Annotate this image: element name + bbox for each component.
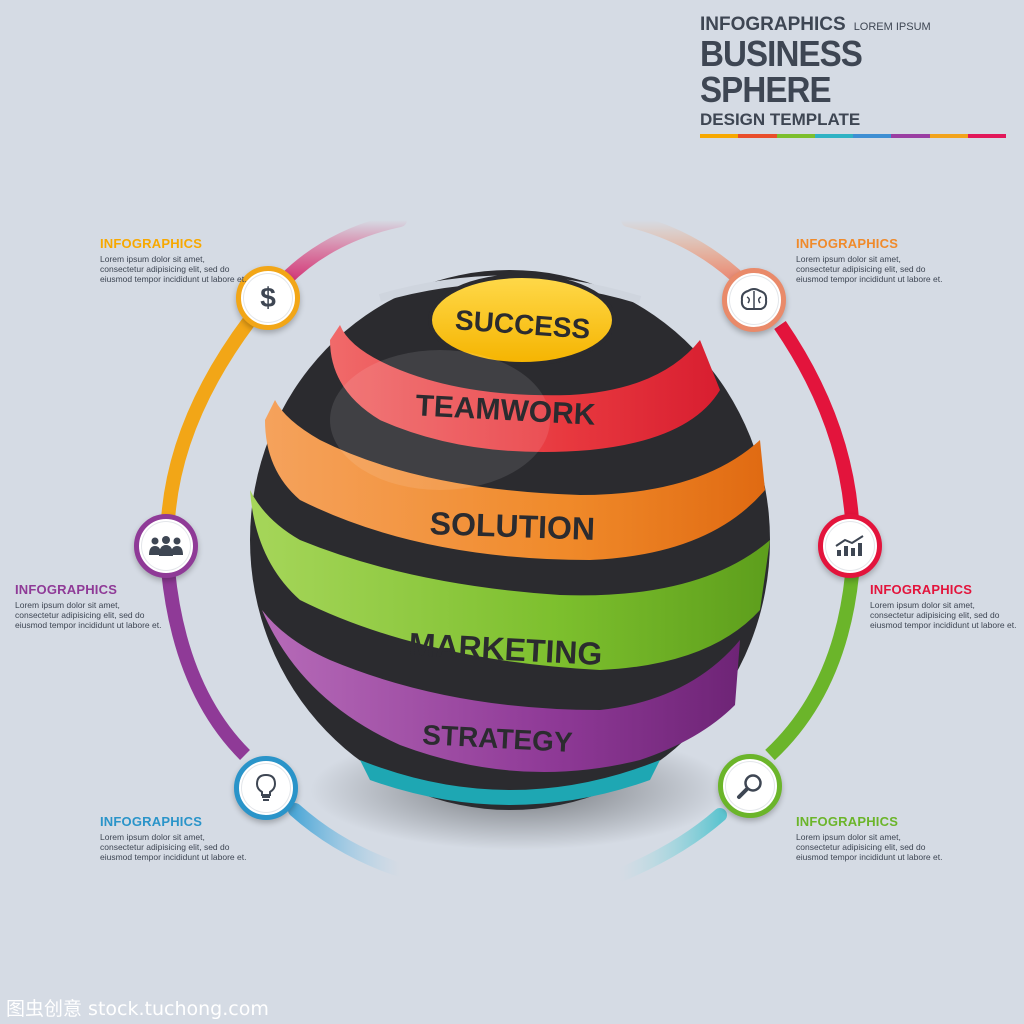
ring-arc-top-right bbox=[621, 213, 742, 282]
ring-arc-left-upper bbox=[161, 315, 256, 521]
band-strategy bbox=[262, 610, 740, 772]
page-title: BUSINESS SPHERE bbox=[700, 33, 863, 110]
info-block-title: INFOGRAPHICS bbox=[100, 814, 203, 829]
color-bar-segment bbox=[700, 134, 739, 138]
color-bar-segment bbox=[853, 134, 892, 138]
info-block-title: INFOGRAPHICS bbox=[796, 814, 899, 829]
band-solution bbox=[265, 400, 765, 560]
page-subtitle: DESIGN TEMPLATE bbox=[700, 110, 861, 129]
dollar-icon: $ bbox=[260, 282, 276, 313]
band-success bbox=[428, 274, 616, 366]
band-bottom-teal bbox=[360, 760, 660, 805]
ring-arc-right-upper bbox=[774, 321, 859, 521]
color-bar-segment bbox=[814, 134, 853, 138]
lightbulb-icon-circle bbox=[234, 756, 298, 820]
sphere-highlight bbox=[330, 350, 550, 490]
magnifier-icon-circle bbox=[718, 754, 782, 818]
color-bar-segment bbox=[967, 134, 1006, 138]
color-bar-segment bbox=[776, 134, 815, 138]
ring-arc-bottom-left bbox=[288, 803, 407, 877]
info-block-text: Lorem ipsum dolor sit amet, consectetur … bbox=[796, 254, 943, 284]
info-block-top-right: INFOGRAPHICS Lorem ipsum dolor sit amet,… bbox=[796, 236, 946, 284]
info-block-middle-right: INFOGRAPHICS Lorem ipsum dolor sit amet,… bbox=[870, 582, 1020, 630]
watermark: 图虫创意 stock.tuchong.com bbox=[6, 998, 269, 1020]
info-block-bottom-right: INFOGRAPHICS Lorem ipsum dolor sit amet,… bbox=[796, 814, 946, 862]
info-block-top-left: INFOGRAPHICS Lorem ipsum dolor sit amet,… bbox=[100, 236, 250, 284]
info-block-title: INFOGRAPHICS bbox=[15, 582, 118, 597]
info-block-text: Lorem ipsum dolor sit amet, consectetur … bbox=[870, 600, 1017, 630]
info-block-bottom-left: INFOGRAPHICS Lorem ipsum dolor sit amet,… bbox=[100, 814, 250, 862]
info-block-title: INFOGRAPHICS bbox=[870, 582, 973, 597]
growth-chart-icon-circle bbox=[818, 514, 882, 578]
ring-arc-bottom-right bbox=[613, 808, 727, 882]
brain-icon-circle bbox=[722, 268, 786, 332]
team-icon-circle bbox=[134, 514, 198, 578]
team-icon bbox=[149, 536, 183, 556]
band-teamwork bbox=[330, 325, 720, 452]
brain-icon bbox=[740, 288, 768, 310]
growth-chart-icon bbox=[835, 535, 864, 556]
info-block-text: Lorem ipsum dolor sit amet, consectetur … bbox=[100, 832, 247, 862]
dollar-icon-circle: $ bbox=[236, 266, 300, 330]
info-block-title: INFOGRAPHICS bbox=[796, 236, 899, 251]
band-marketing bbox=[250, 490, 770, 670]
info-block-title: INFOGRAPHICS bbox=[100, 236, 203, 251]
info-block-middle-left: INFOGRAPHICS Lorem ipsum dolor sit amet,… bbox=[15, 582, 165, 630]
ring-arc-top-left bbox=[278, 213, 407, 287]
color-bar-segment bbox=[891, 134, 930, 138]
ring-arc-left-lower bbox=[161, 569, 250, 760]
info-block-text: Lorem ipsum dolor sit amet, consectetur … bbox=[15, 600, 162, 630]
color-bar-segment bbox=[929, 134, 968, 138]
info-block-text: Lorem ipsum dolor sit amet, consectetur … bbox=[100, 254, 247, 284]
info-block-text: Lorem ipsum dolor sit amet, consectetur … bbox=[796, 832, 943, 862]
header: INFOGRAPHICS LOREM IPSUM BUSINESS SPHERE… bbox=[700, 14, 1010, 138]
lightbulb-icon bbox=[255, 773, 277, 801]
header-kicker: INFOGRAPHICS bbox=[700, 14, 846, 35]
color-bar-segment bbox=[738, 134, 777, 138]
magnifier-icon bbox=[737, 774, 762, 799]
header-kicker-note: LOREM IPSUM bbox=[853, 21, 931, 33]
band-label-solution: SOLUTION bbox=[429, 505, 595, 547]
ring-arc-right-lower bbox=[765, 574, 859, 761]
header-color-bar bbox=[700, 134, 1006, 138]
